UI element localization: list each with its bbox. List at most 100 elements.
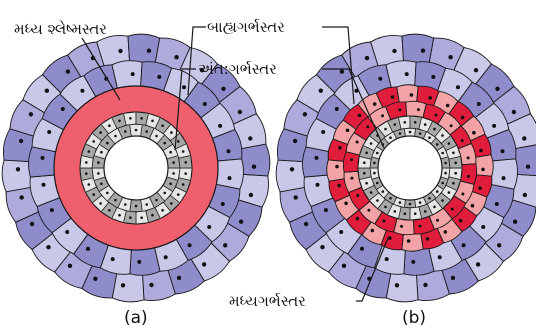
ectoderm-cell-nucleus: [339, 230, 344, 234]
endoderm-cell-nucleus: [161, 124, 164, 127]
ectoderm-cell-nucleus: [302, 112, 308, 117]
ectoderm-cell-nucleus: [497, 243, 502, 248]
ectoderm-cell: [385, 60, 417, 89]
ectoderm-cell-nucleus: [321, 130, 326, 134]
endoderm-cell-nucleus: [433, 205, 436, 209]
endoderm-cell-nucleus: [423, 210, 427, 213]
ectoderm-cell: [215, 158, 244, 190]
mesoderm-cell-nucleus: [355, 216, 360, 221]
endoderm-cell-nucleus: [163, 191, 166, 195]
endoderm-cell-nucleus: [145, 203, 148, 206]
mesoderm-cell-nucleus: [466, 174, 470, 178]
ectoderm-cell-nucleus: [137, 259, 142, 264]
ectoderm-cell-nucleus: [320, 245, 325, 250]
mesoderm-cell-nucleus: [372, 102, 377, 106]
mesoderm-cell-nucleus: [388, 236, 392, 240]
endoderm-cell-nucleus: [454, 171, 458, 175]
endoderm-cell-nucleus: [454, 161, 458, 165]
endoderm-cell-nucleus: [108, 124, 111, 127]
endoderm-cell-nucleus: [423, 123, 427, 126]
ectoderm-cell: [28, 146, 57, 178]
leader-mesoderm-b: [356, 237, 389, 302]
endoderm-cell-nucleus: [114, 198, 117, 202]
mesoderm-cell-nucleus: [450, 207, 454, 211]
mesoderm-cell-nucleus: [443, 230, 448, 234]
ectoderm-cell-nucleus: [512, 219, 518, 224]
ectoderm-cell-nucleus: [187, 243, 192, 248]
endoderm-cell-nucleus: [376, 199, 379, 202]
endoderm-cell-nucleus: [106, 141, 109, 145]
ectoderm-cell-nucleus: [293, 195, 298, 200]
mesoderm-cell-nucleus: [478, 186, 482, 190]
ectoderm-cell: [129, 247, 161, 276]
endoderm-cell-nucleus: [85, 172, 88, 175]
ectoderm-cell-nucleus: [67, 263, 73, 268]
endoderm-cell-nucleus: [441, 134, 444, 137]
mesoderm-cell-nucleus: [345, 128, 350, 133]
label-ectoderm: બાહ્યગર્ભસ્તર: [207, 18, 285, 36]
ectoderm-cell-nucleus: [360, 246, 364, 251]
label-mesoderm: મધ્યગર્ભસ્તર: [229, 292, 306, 310]
endoderm-cell-nucleus: [363, 161, 366, 165]
mesoderm-cell-nucleus: [436, 218, 439, 222]
figure-a-diploblastic: [1, 33, 271, 303]
endoderm-cell-nucleus: [106, 191, 109, 195]
endoderm-cell-nucleus: [118, 213, 121, 217]
ectoderm-cell-nucleus: [411, 259, 416, 264]
ectoderm-cell-nucleus: [130, 72, 135, 77]
mesoderm-cell-nucleus: [461, 192, 465, 196]
endoderm-cell-nucleus: [452, 181, 455, 185]
endoderm-cell-nucleus: [172, 161, 175, 164]
endoderm-cell-nucleus: [177, 193, 180, 196]
endoderm-cell-nucleus: [99, 202, 102, 205]
mesoderm-cell-nucleus: [356, 194, 360, 197]
ectoderm-cell-nucleus: [448, 55, 453, 60]
ectoderm-cell-nucleus: [522, 192, 528, 198]
ectoderm-cell-nucleus: [318, 88, 323, 93]
endoderm-cell-nucleus: [169, 182, 172, 186]
endoderm-cell-nucleus: [184, 161, 187, 164]
mesoderm-cell-nucleus: [335, 164, 339, 169]
endoderm-cell-nucleus: [373, 161, 376, 165]
mesoderm-cell-nucleus: [460, 115, 465, 120]
ectoderm-cell-nucleus: [18, 138, 24, 144]
endoderm-cell-nucleus: [408, 202, 412, 206]
mesoderm-cell-nucleus: [472, 130, 476, 135]
ectoderm-cell-nucleus: [238, 219, 244, 224]
ectoderm-cell-nucleus: [420, 48, 426, 53]
endoderm-cell-nucleus: [376, 151, 379, 155]
mesoderm-cell-nucleus: [434, 113, 438, 117]
ectoderm-cell-nucleus: [110, 257, 115, 262]
ectoderm-cell-nucleus: [423, 282, 428, 288]
endoderm-cell-nucleus: [369, 191, 373, 194]
ectoderm-cell-nucleus: [450, 275, 456, 281]
mesoderm-cell-nucleus: [390, 95, 395, 99]
endoderm-cell-nucleus: [435, 143, 439, 146]
ectoderm-cell-nucleus: [227, 176, 232, 181]
endoderm-cell-nucleus: [428, 197, 431, 200]
ectoderm-cell-nucleus: [461, 243, 466, 248]
mesoderm-cell-nucleus: [350, 158, 354, 162]
endoderm-cell-nucleus: [441, 199, 444, 202]
endoderm-cell-nucleus: [363, 171, 366, 175]
mesoderm-cell-nucleus: [425, 237, 430, 241]
ectoderm-cell-nucleus: [146, 48, 152, 53]
mesoderm-cell-nucleus: [445, 103, 450, 108]
endoderm-cell-nucleus: [108, 209, 111, 212]
mesoderm-cell-nucleus: [460, 139, 464, 142]
endoderm-cell-nucleus: [398, 201, 402, 204]
endoderm-cell-nucleus: [418, 132, 422, 135]
endoderm-cell-nucleus: [87, 150, 91, 153]
mesoderm-cell-nucleus: [398, 108, 402, 112]
endoderm-cell-nucleus: [181, 150, 185, 153]
endoderm-cell-nucleus: [100, 182, 103, 186]
endoderm-cell-nucleus: [129, 117, 132, 120]
ectoderm-cell-nucleus: [394, 283, 400, 288]
mesoderm-cell-nucleus: [355, 140, 359, 144]
ectoderm-cell-nucleus: [49, 208, 54, 213]
leader-endoderm-b: [322, 68, 385, 149]
ectoderm-cell-nucleus: [495, 86, 500, 92]
ectoderm-cell-nucleus: [182, 85, 186, 90]
endoderm-cell-nucleus: [118, 119, 121, 123]
